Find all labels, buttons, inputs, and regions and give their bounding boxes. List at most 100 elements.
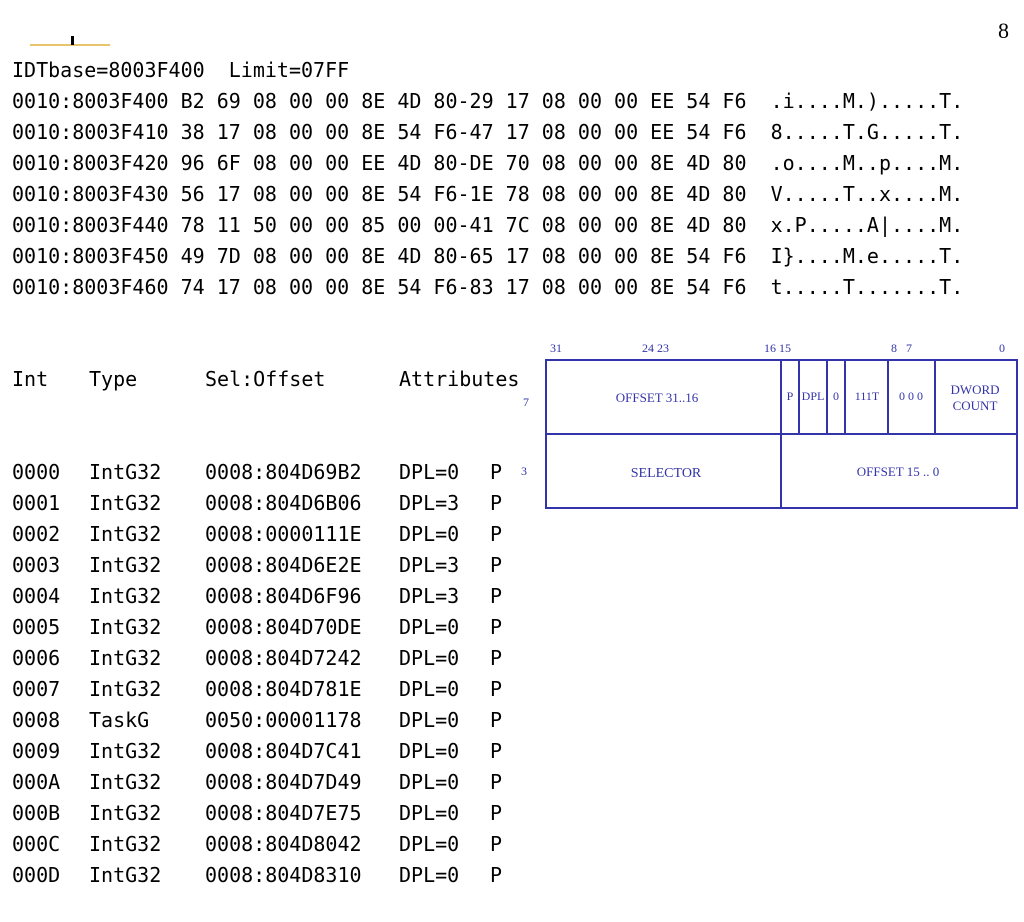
cell-type: IntG32 (89, 832, 162, 856)
cell-present: P (490, 863, 503, 887)
cell-type: IntG32 (89, 491, 162, 515)
field-dword: DWORD (950, 382, 999, 397)
slide-logo-mark (30, 36, 110, 46)
hex-dump-line: 0010:8003F440 78 11 50 00 00 85 00 00-41… (12, 213, 964, 237)
cell-int: 0002 (12, 522, 61, 546)
cell-int: 0004 (12, 584, 61, 608)
cell-sel-offset: 0008:804D781E (205, 677, 362, 701)
field-offset-low: OFFSET 15 .. 0 (857, 464, 939, 479)
field-dpl: DPL (802, 389, 825, 403)
cell-attributes: DPL=3 (399, 584, 460, 608)
cell-present: P (490, 460, 503, 484)
cell-int: 0006 (12, 646, 61, 670)
bit-label-16-15: 16 15 (764, 341, 791, 355)
table-header-row: Int Type Sel:Offset Attributes (12, 364, 522, 395)
cell-attributes: DPL=3 (399, 491, 460, 515)
cell-attributes: DPL=0 (399, 739, 460, 763)
cell-present: P (490, 739, 503, 763)
hex-dump-line: 0010:8003F460 74 17 08 00 00 8E 54 F6-83… (12, 275, 964, 299)
cell-present: P (490, 615, 503, 639)
cell-sel-offset: 0050:00001178 (205, 708, 362, 732)
row-label-7: 7 (523, 395, 529, 409)
cell-sel-offset: 0008:804D7242 (205, 646, 362, 670)
cell-type: IntG32 (89, 677, 162, 701)
cell-sel-offset: 0008:804D8042 (205, 832, 362, 856)
col-header-type: Type (89, 367, 138, 391)
row-label-3: 3 (521, 464, 527, 478)
hex-dump-line: 0010:8003F430 56 17 08 00 00 8E 54 F6-1E… (12, 182, 964, 206)
cell-attributes: DPL=0 (399, 863, 460, 887)
cell-type: IntG32 (89, 615, 162, 639)
cell-sel-offset: 0008:804D7E75 (205, 801, 362, 825)
cell-present: P (490, 677, 503, 701)
cell-present: P (490, 646, 503, 670)
col-header-sel-offset: Sel:Offset (205, 367, 326, 391)
table-row: 000C IntG32 0008:804D8042 DPL=0 P (12, 829, 522, 860)
cell-sel-offset: 0008:804D7C41 (205, 739, 362, 763)
cell-sel-offset: 0008:804D69B2 (205, 460, 362, 484)
cell-int: 0009 (12, 739, 61, 763)
cell-present: P (490, 522, 503, 546)
cell-int: 0001 (12, 491, 61, 515)
cell-int: 000C (12, 832, 61, 856)
cell-type: IntG32 (89, 460, 162, 484)
cell-type: IntG32 (89, 739, 162, 763)
cell-sel-offset: 0008:804D6F96 (205, 584, 362, 608)
cell-attributes: DPL=0 (399, 832, 460, 856)
cell-sel-offset: 0008:804D6E2E (205, 553, 362, 577)
bit-label-31: 31 (550, 341, 562, 355)
hex-dump-line: 0010:8003F400 B2 69 08 00 00 8E 4D 80-29… (12, 89, 964, 113)
field-offset-high: OFFSET 31..16 (616, 390, 699, 405)
table-row: 0007 IntG32 0008:804D781E DPL=0 P (12, 674, 522, 705)
cell-attributes: DPL=0 (399, 677, 460, 701)
cell-int: 000D (12, 863, 61, 887)
cell-present: P (490, 491, 503, 515)
cell-type: IntG32 (89, 801, 162, 825)
col-header-attributes: Attributes (399, 367, 520, 391)
cell-attributes: DPL=0 (399, 801, 460, 825)
table-row: 000D IntG32 0008:804D8310 DPL=0 P (12, 860, 522, 891)
hex-dump-line: 0010:8003F420 96 6F 08 00 00 EE 4D 80-DE… (12, 151, 964, 175)
cell-type: IntG32 (89, 584, 162, 608)
bit-label-8-7: 8 7 (891, 341, 912, 355)
cell-int: 0008 (12, 708, 61, 732)
cell-type: IntG32 (89, 646, 162, 670)
cell-type: IntG32 (89, 863, 162, 887)
cell-type: TaskG (89, 708, 150, 732)
cell-sel-offset: 0008:804D8310 (205, 863, 362, 887)
idt-hex-dump: 0010:8003F400 B2 69 08 00 00 8E 4D 80-29… (12, 86, 1024, 303)
cell-attributes: DPL=0 (399, 770, 460, 794)
cell-sel-offset: 0008:804D6B06 (205, 491, 362, 515)
field-reserved-zeros: 0 0 0 (899, 389, 923, 403)
cell-type: IntG32 (89, 553, 162, 577)
bit-label-0: 0 (999, 341, 1005, 355)
cell-present: P (490, 832, 503, 856)
table-row: 0001 IntG32 0008:804D6B06 DPL=3 P (12, 488, 522, 519)
cell-int: 0007 (12, 677, 61, 701)
table-row: 0009 IntG32 0008:804D7C41 DPL=0 P (12, 736, 522, 767)
hex-dump-line: 0010:8003F450 49 7D 08 00 00 8E 4D 80-65… (12, 244, 964, 268)
cell-int: 000B (12, 801, 61, 825)
cell-present: P (490, 553, 503, 577)
table-row: 0004 IntG32 0008:804D6F96 DPL=3 P (12, 581, 522, 612)
cell-sel-offset: 0008:0000111E (205, 522, 362, 546)
cell-type: IntG32 (89, 770, 162, 794)
cell-attributes: DPL=0 (399, 615, 460, 639)
gate-descriptor-diagram: 31 24 23 16 15 8 7 0 7 3 OFFSET 31..16 P… (521, 341, 1018, 509)
field-zero: 0 (833, 389, 839, 403)
page-number: 8 (998, 18, 1009, 43)
field-p: P (787, 389, 794, 403)
cell-present: P (490, 770, 503, 794)
idt-header: IDTbase=8003F400 Limit=07FF (12, 58, 350, 82)
cell-int: 000A (12, 770, 61, 794)
cell-present: P (490, 584, 503, 608)
